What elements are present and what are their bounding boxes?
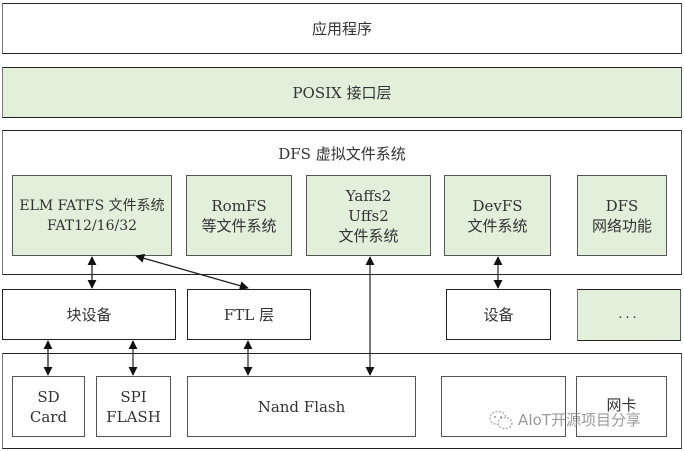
hw-spi-flash-label: SPI FLASH	[106, 387, 161, 426]
ftl-layer-label: FTL 层	[223, 305, 275, 324]
watermark: AIoT开源项目分享	[488, 409, 641, 430]
hw-sd-card: SD Card	[12, 376, 85, 437]
fs-romfs-label: RomFS 等文件系统	[201, 196, 277, 235]
arrow-elm-to-ftl	[135, 253, 249, 291]
hw-nand-flash-label: Nand Flash	[257, 397, 346, 416]
hw-sd-card-label: SD Card	[29, 387, 68, 426]
ellipsis-box: ...	[577, 289, 681, 341]
device-label: 设备	[483, 305, 514, 324]
hw-nic-label: 网卡	[606, 396, 637, 414]
posix-layer-box: POSIX 接口层	[2, 67, 682, 118]
block-device-box: 块设备	[2, 289, 176, 340]
fs-devfs-label: DevFS 文件系统	[467, 196, 528, 235]
fs-dfs-network: DFS 网络功能	[577, 175, 667, 256]
fs-elm-fatfs: ELM FATFS 文件系统 FAT12/16/32	[12, 175, 172, 256]
hw-nand-flash: Nand Flash	[187, 376, 416, 437]
dfs-title: DFS 虚拟文件系统	[278, 145, 406, 163]
wechat-icon	[488, 410, 514, 430]
hw-spi-flash: SPI FLASH	[96, 376, 171, 437]
application-layer-label: 应用程序	[311, 19, 372, 38]
fs-dfs-network-label: DFS 网络功能	[591, 196, 652, 235]
ellipsis-label: ...	[618, 307, 640, 322]
fs-devfs: DevFS 文件系统	[444, 175, 551, 256]
device-box: 设备	[446, 289, 551, 340]
fs-romfs: RomFS 等文件系统	[186, 175, 292, 256]
ftl-layer-box: FTL 层	[187, 289, 311, 340]
block-device-label: 块设备	[66, 305, 112, 324]
posix-layer-label: POSIX 接口层	[292, 83, 392, 102]
fs-yaffs2-label: Yaffs2 Uffs2 文件系统	[338, 186, 399, 245]
watermark-text: AIoT开源项目分享	[518, 411, 642, 429]
hw-nic: 网卡	[576, 376, 667, 437]
fs-elm-fatfs-label: ELM FATFS 文件系统 FAT12/16/32	[19, 197, 165, 234]
application-layer-box: 应用程序	[2, 3, 682, 54]
fs-yaffs2-uffs2: Yaffs2 Uffs2 文件系统	[306, 175, 431, 256]
